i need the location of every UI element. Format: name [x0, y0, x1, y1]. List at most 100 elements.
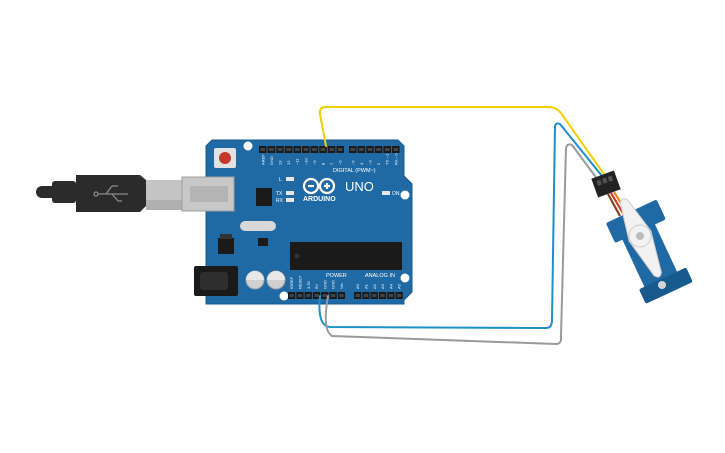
digital-pin-label: 13	[278, 160, 283, 165]
digital-pin-label: ~5	[350, 160, 355, 165]
digital-header[interactable]	[259, 146, 400, 153]
rx-led-label: RX	[276, 198, 284, 204]
capacitor-mark	[267, 271, 285, 280]
digital-pin-hole	[384, 148, 390, 151]
small-chip	[258, 238, 268, 246]
digital-pin-label: ~3	[368, 160, 373, 165]
digital-pin-label: ~9	[312, 160, 317, 165]
analog-pin-hole	[380, 294, 385, 297]
digital-pin-hole	[277, 148, 283, 151]
power-header-label: POWER	[326, 273, 347, 279]
power-pin-hole	[314, 294, 319, 297]
power-wire[interactable]	[318, 122, 603, 329]
ground-wire[interactable]	[324, 143, 599, 345]
analog-header[interactable]	[354, 292, 403, 299]
tx-led-label: TX	[276, 191, 283, 197]
crystal	[240, 221, 276, 231]
mounting-hole	[400, 273, 410, 283]
brand-label: ARDUINO	[303, 196, 336, 203]
digital-pin-label: 4	[359, 162, 364, 165]
servo-horn[interactable]	[612, 194, 670, 282]
regulator-tab	[220, 234, 232, 239]
digital-pin-hole	[393, 148, 399, 151]
power-pin-label: GND	[322, 280, 327, 289]
digital-pin-hole	[303, 148, 309, 151]
arduino-logo	[302, 177, 336, 195]
l-led	[286, 177, 294, 181]
mounting-hole	[400, 190, 410, 200]
tx-led	[286, 191, 294, 195]
digital-pin-hole	[329, 148, 334, 151]
atmega-chip	[290, 242, 402, 270]
power-pin-label: RESET	[297, 275, 302, 289]
power-pin-hole	[331, 294, 336, 297]
digital-pin-hole	[367, 148, 373, 151]
analog-pin-label: A4	[388, 283, 393, 289]
digital-pin-hole	[269, 148, 274, 151]
rx-led	[286, 198, 294, 202]
l-led-label: L	[279, 177, 282, 183]
digital-pin-label: 7	[329, 162, 334, 165]
digital-pin-label: ~11	[295, 158, 300, 165]
digital-pin-label: 8	[321, 162, 326, 165]
analog-pin-hole	[372, 294, 377, 297]
power-pin-label: GND	[331, 280, 336, 289]
analog-pin-hole	[363, 294, 369, 297]
analog-pin-label: A2	[372, 283, 377, 289]
usb-chip	[256, 188, 272, 206]
reset-button[interactable]	[219, 152, 231, 164]
signal-wire[interactable]	[318, 106, 607, 178]
digital-pin-hole	[312, 148, 317, 151]
digital-pin-hole	[260, 148, 266, 151]
power-pin-hole	[322, 294, 327, 297]
digital-pin-label: AREF	[260, 154, 265, 165]
power-pin-label: 5V	[314, 284, 319, 289]
mounting-hole	[279, 291, 289, 301]
usb-cable-collar	[52, 181, 76, 203]
model-label: UNO	[345, 179, 374, 194]
usb-plug-connector-shade	[146, 200, 182, 210]
digital-pin-hole	[376, 148, 381, 151]
power-header[interactable]	[288, 292, 346, 299]
digital-pin-label: ~10	[303, 157, 308, 165]
power-pin-label: Vin	[339, 283, 344, 289]
digital-pin-label: 2	[376, 162, 381, 165]
digital-pin-label: RX←0	[393, 152, 398, 165]
servo-screw	[658, 281, 666, 289]
power-jack-inner	[200, 272, 228, 290]
digital-pin-hole	[337, 148, 343, 151]
power-pin-hole	[289, 294, 294, 297]
digital-pin-label: ~6	[338, 160, 343, 165]
analog-pin-label: A3	[380, 283, 385, 289]
analog-pin-hole	[388, 294, 393, 297]
power-pin-label: IOREF	[289, 276, 294, 289]
analog-header-label: ANALOG IN	[365, 273, 395, 279]
on-label: ON	[392, 191, 400, 197]
power-pin-hole	[306, 294, 311, 297]
capacitor-mark	[246, 271, 264, 280]
power-pin-hole	[297, 294, 303, 297]
servo-connector	[591, 170, 621, 198]
mounting-hole	[243, 141, 253, 151]
analog-pin-hole	[397, 294, 402, 297]
usb-icon	[93, 185, 128, 202]
digital-pin-hole	[286, 148, 291, 151]
wires[interactable]	[318, 106, 607, 345]
regulator	[218, 238, 234, 254]
analog-pin-label: A5	[397, 283, 402, 289]
board-usb-jack-inner	[190, 186, 228, 202]
analog-pin-label: A1	[363, 283, 368, 289]
servo-motor[interactable]	[591, 170, 694, 304]
power-pin-label: 3.3V	[306, 280, 311, 289]
digital-pin-label: 12	[286, 160, 291, 165]
on-led	[382, 191, 390, 195]
usb-cable[interactable]	[36, 175, 182, 212]
digital-header-label: DIGITAL (PWM~)	[333, 168, 376, 174]
digital-pin-label: GND	[269, 156, 274, 165]
digital-pin-hole	[359, 148, 364, 151]
